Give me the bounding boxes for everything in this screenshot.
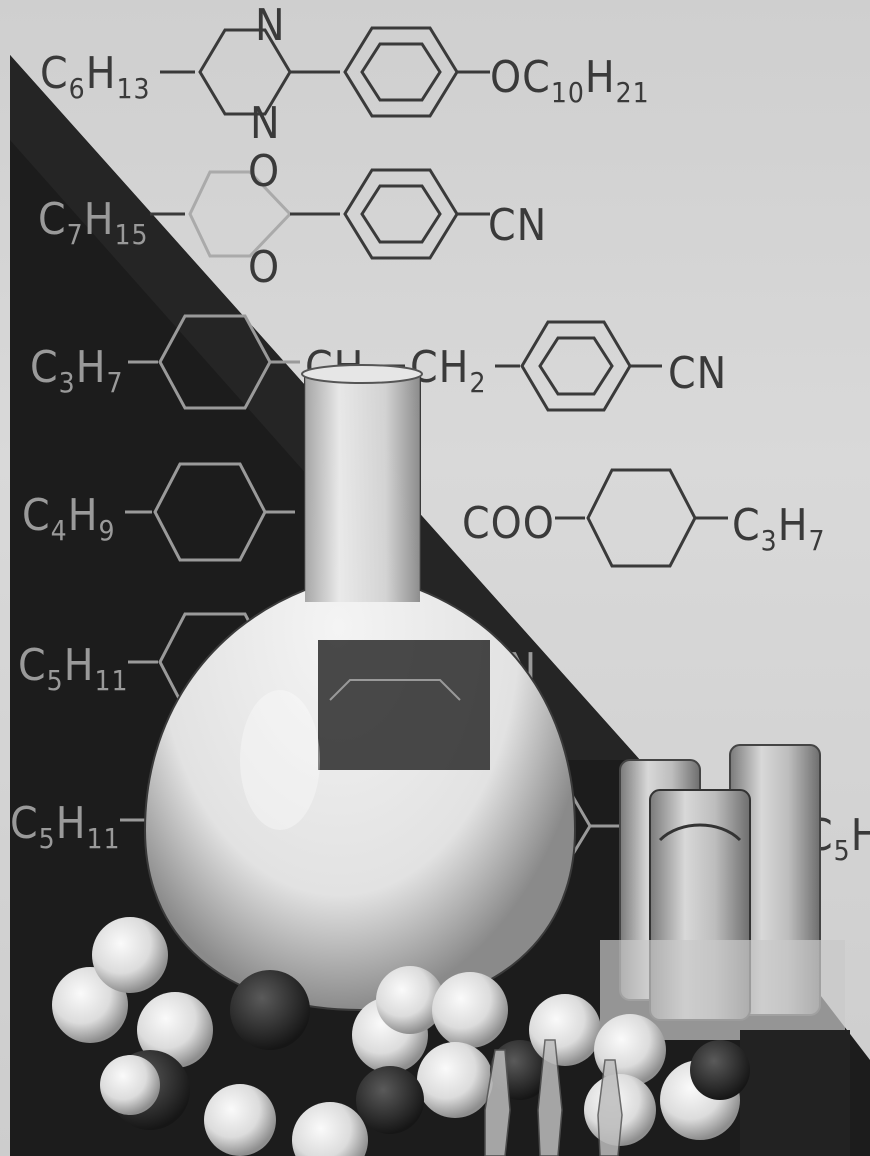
svg-text:CN: CN <box>668 348 727 399</box>
ring-n-bottom: N <box>250 98 281 149</box>
svg-text:CH2: CH2 <box>410 342 486 399</box>
svg-text:C3H7: C3H7 <box>30 342 124 399</box>
formula-row-4 <box>125 462 295 562</box>
svg-text:C7H15: C7H15 <box>38 194 149 251</box>
svg-text:OC10H21: OC10H21 <box>490 52 650 109</box>
ring-n-top: N <box>255 0 286 51</box>
svg-text:COO: COO <box>462 498 555 549</box>
formula-row-1 <box>160 26 490 118</box>
svg-text:O: O <box>248 242 280 293</box>
formula-row-2 <box>150 168 490 260</box>
round-flask <box>143 364 577 1012</box>
svg-text:C3H7: C3H7 <box>732 500 826 557</box>
svg-text:CN: CN <box>488 200 547 251</box>
svg-text:C4H9: C4H9 <box>22 490 116 547</box>
svg-text:O: O <box>248 146 280 197</box>
formula-row-3 <box>128 314 300 410</box>
svg-text:C5H11: C5H11 <box>18 640 129 697</box>
glass-jars <box>600 744 850 1156</box>
ampoules <box>484 1039 623 1156</box>
svg-text:C6H13: C6H13 <box>40 48 151 105</box>
svg-text:C5H11: C5H11 <box>10 798 121 855</box>
